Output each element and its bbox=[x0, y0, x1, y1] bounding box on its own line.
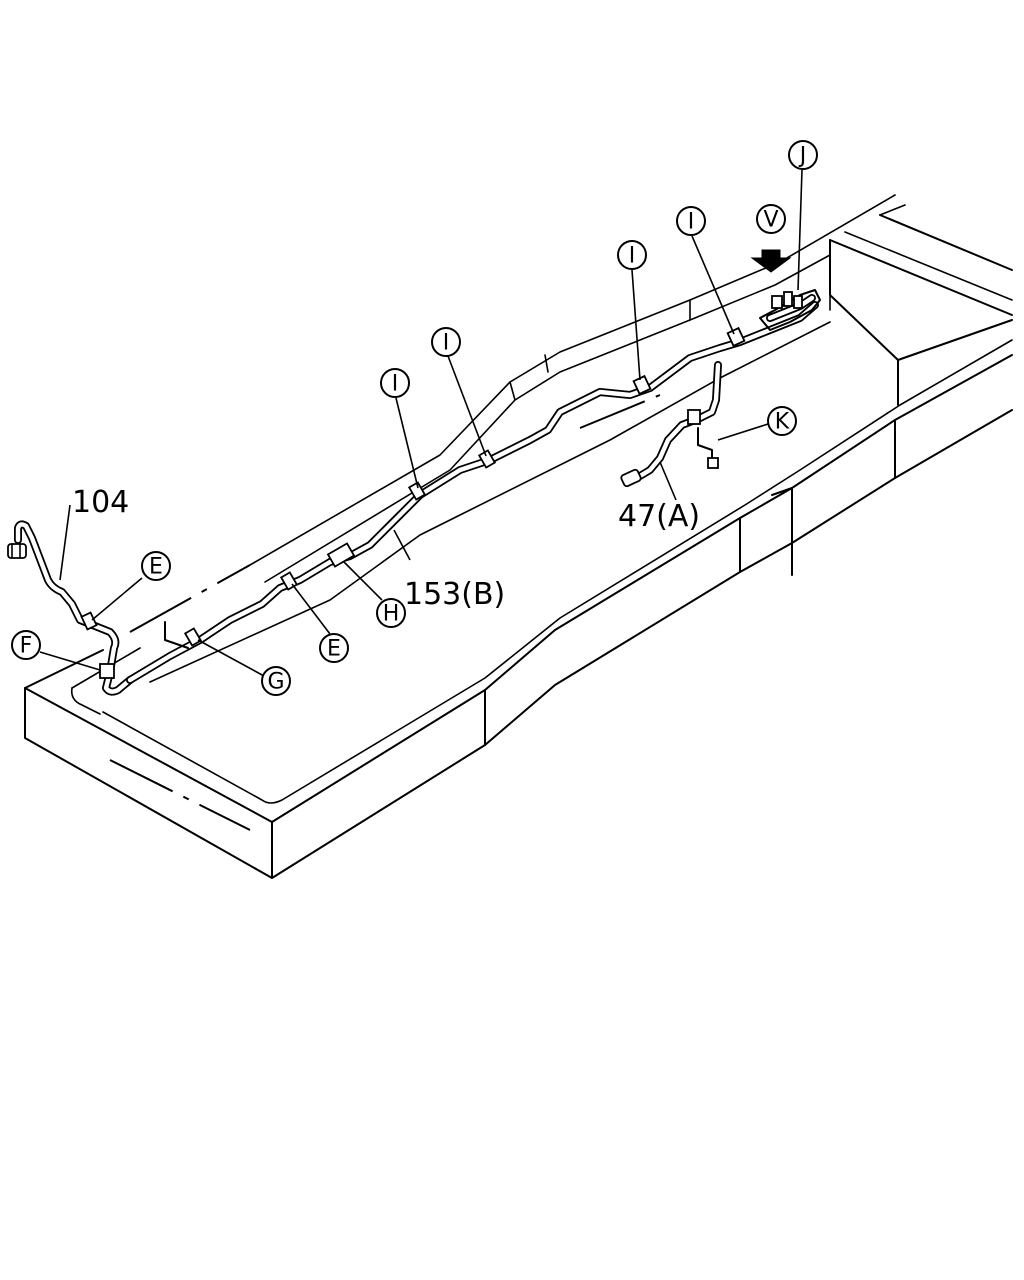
callout-j: J bbox=[788, 140, 818, 170]
view-arrow-icon bbox=[750, 249, 792, 273]
pipe-47a bbox=[636, 361, 722, 480]
leader-lines bbox=[39, 169, 803, 677]
connector-j bbox=[759, 289, 821, 331]
callout-f: F bbox=[11, 630, 41, 660]
pipe-end-fitting-47a bbox=[620, 468, 642, 488]
part-number-153b: 153(B) bbox=[404, 577, 505, 612]
part-number-104: 104 bbox=[72, 485, 129, 520]
callout-f-label: F bbox=[20, 634, 33, 659]
callout-i-2-label: I bbox=[443, 331, 450, 356]
callout-i-3: I bbox=[617, 240, 647, 270]
callout-g-label: G bbox=[267, 670, 284, 695]
pipe-end-fitting-104 bbox=[7, 543, 27, 559]
callout-i-4: I bbox=[676, 206, 706, 236]
callout-i-1: I bbox=[380, 368, 410, 398]
callout-e-1: E bbox=[141, 551, 171, 581]
callout-h-label: H bbox=[383, 602, 400, 627]
pipe-clips bbox=[80, 326, 746, 679]
chassis-frame bbox=[24, 194, 1013, 879]
callout-v: V bbox=[756, 204, 786, 234]
part-number-47a: 47(A) bbox=[618, 499, 700, 534]
callout-k-label: K bbox=[775, 410, 790, 435]
callout-v-label: V bbox=[763, 208, 778, 233]
callout-j-label: J bbox=[798, 144, 807, 169]
callout-e-2-label: E bbox=[327, 637, 341, 662]
callout-i-2: I bbox=[431, 327, 461, 357]
pipe-153b bbox=[126, 294, 819, 684]
callout-i-4-label: I bbox=[688, 210, 695, 235]
callout-h: H bbox=[376, 598, 406, 628]
callout-e-1-label: E bbox=[149, 555, 163, 580]
callout-i-1-label: I bbox=[392, 372, 399, 397]
pipe-104 bbox=[14, 520, 134, 696]
callout-e-2: E bbox=[319, 633, 349, 663]
callout-i-3-label: I bbox=[629, 244, 636, 269]
callout-g: G bbox=[261, 666, 291, 696]
callout-k: K bbox=[767, 406, 797, 436]
